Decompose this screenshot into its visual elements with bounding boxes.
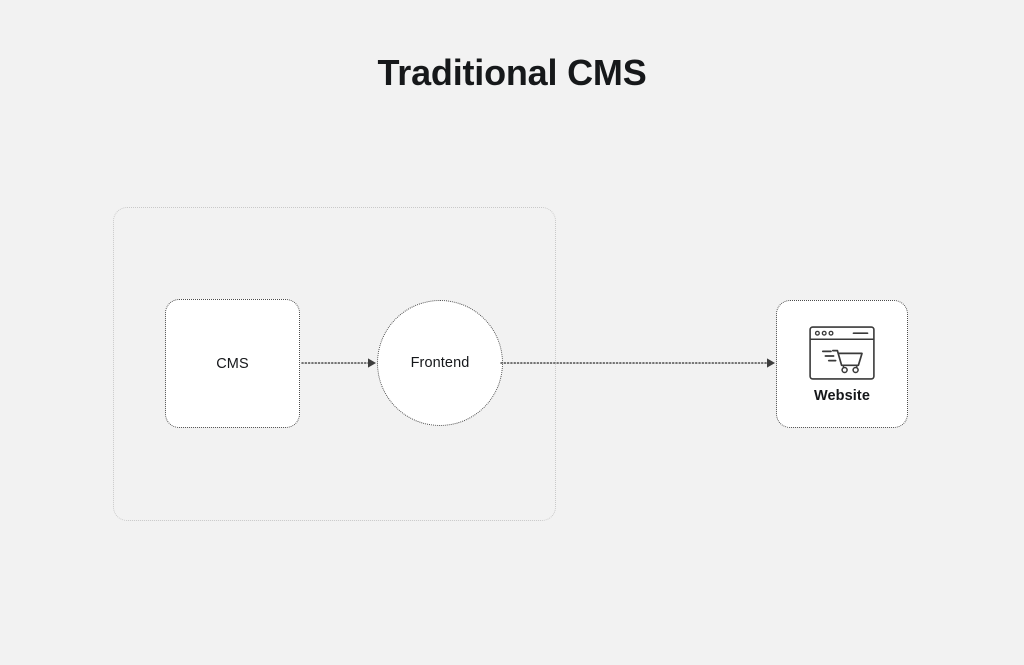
node-website[interactable]: Website bbox=[776, 300, 908, 428]
node-website-label: Website bbox=[813, 387, 871, 404]
browser-cart-icon bbox=[809, 324, 875, 380]
node-cms-label: CMS bbox=[216, 355, 249, 372]
node-frontend[interactable]: Frontend bbox=[377, 300, 503, 426]
monolith-group-container bbox=[113, 207, 556, 521]
node-frontend-label: Frontend bbox=[410, 355, 470, 371]
node-cms[interactable]: CMS bbox=[165, 299, 300, 428]
page-title: Traditional CMS bbox=[377, 52, 647, 93]
